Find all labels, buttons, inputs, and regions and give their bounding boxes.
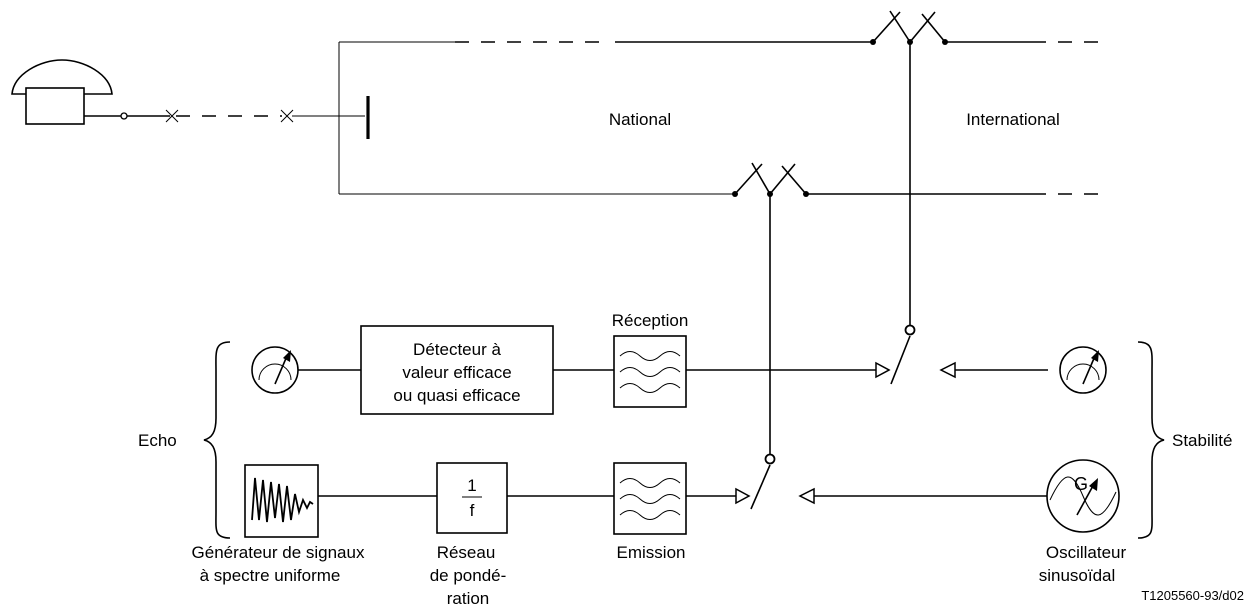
reception-filter-block: Réception xyxy=(612,311,689,408)
oscillator-label-line-1: Oscillateur xyxy=(1046,543,1127,562)
lower-access-switch xyxy=(732,162,809,197)
upper-access-switch xyxy=(870,10,948,45)
emission-filter-block: Emission xyxy=(613,462,687,562)
echo-level-meter-icon xyxy=(251,346,299,394)
national-label: National xyxy=(609,110,671,129)
stability-level-meter-icon xyxy=(1059,346,1107,394)
emission-switch xyxy=(735,453,815,510)
oscillator-label-line-2: sinusoïdal xyxy=(1039,566,1116,585)
oscillator-icon: G xyxy=(1046,459,1120,533)
stabilite-label: Stabilité xyxy=(1172,431,1232,450)
international-label: International xyxy=(966,110,1060,129)
emission-label: Emission xyxy=(617,543,686,562)
detector-label-line-3: ou quasi efficace xyxy=(393,386,520,405)
cross-marker xyxy=(280,109,294,123)
noise-signal-icon xyxy=(251,477,314,523)
generator-label-line-1: Générateur de signaux xyxy=(192,543,365,562)
generator-label-line-2: à spectre uniforme xyxy=(200,566,341,585)
fraction-denominator: f xyxy=(470,501,475,520)
bandpass-filter-icon xyxy=(619,478,681,520)
bandpass-filter-icon xyxy=(619,351,681,393)
telephone-icon xyxy=(11,59,113,125)
detector-label-line-1: Détecteur à xyxy=(413,340,501,359)
network-label-line-3: ration xyxy=(447,589,490,607)
subscriber-line xyxy=(84,96,370,139)
four-wire-paths xyxy=(338,41,1110,195)
detector-label-line-2: valeur efficace xyxy=(402,363,511,382)
stability-brace xyxy=(1137,341,1165,539)
rms-detector-block: Détecteur à valeur efficace ou quasi eff… xyxy=(360,325,554,415)
cross-marker xyxy=(165,109,179,123)
reception-label: Réception xyxy=(612,311,689,330)
echo-brace xyxy=(203,341,231,539)
noise-generator-block xyxy=(244,464,319,538)
network-label-line-1: Réseau xyxy=(437,543,496,562)
fraction-numerator: 1 xyxy=(467,476,476,495)
reference-code: T1205560-93/d02 xyxy=(1141,588,1244,603)
network-label-line-2: de pondé- xyxy=(430,566,507,585)
oscillator-symbol: G xyxy=(1074,474,1088,494)
weighting-network-block: 1 f xyxy=(436,462,508,534)
echo-label: Echo xyxy=(138,431,177,450)
reception-switch xyxy=(875,324,956,385)
